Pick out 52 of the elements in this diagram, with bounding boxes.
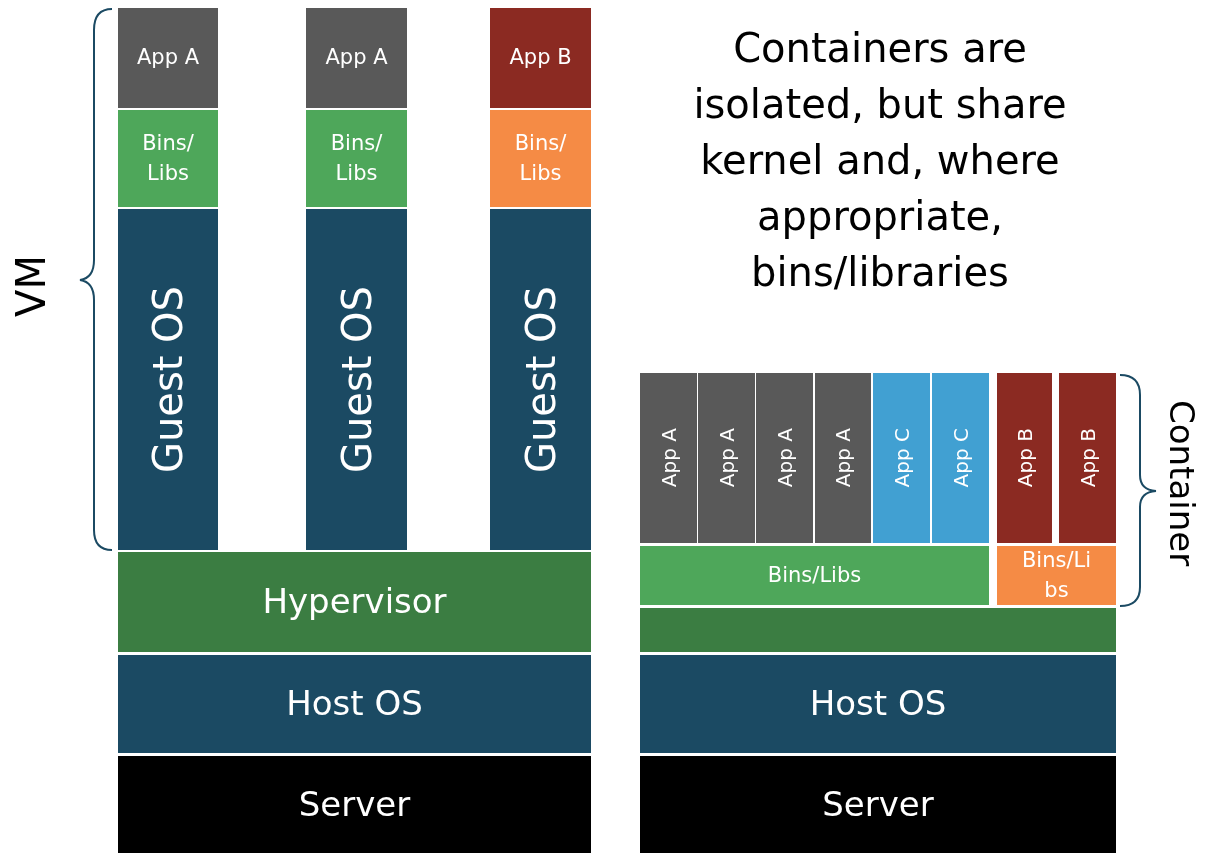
layer-label: Bins/ Libs (513, 130, 568, 187)
app-block (640, 373, 697, 543)
layer-label: App A (655, 428, 682, 488)
layer-label: Bins/Libs (767, 561, 862, 589)
guest-os-block (306, 209, 407, 550)
layer-label: App A (713, 428, 740, 488)
app-block (118, 8, 218, 108)
layer-label: Guest OS (332, 285, 381, 474)
host-os-layer (118, 655, 591, 753)
heading: Containers are isolated, but share kernel and, where appropriate, bins/libraries (692, 24, 1068, 297)
layer-label: Guest OS (144, 285, 192, 474)
layer-label: Bins/ Libs (141, 130, 195, 187)
layer-label: Server (298, 782, 411, 826)
library-block (118, 110, 218, 207)
app-block (698, 373, 755, 543)
app-block (997, 373, 1052, 543)
layer-label: Bins/ Libs (329, 130, 384, 187)
layer-label: App B (1011, 428, 1038, 488)
layer-label: Bins/Li bs (1020, 547, 1093, 604)
layer-label: App C (947, 428, 974, 488)
layer-label: Hypervisor (262, 580, 447, 624)
layer-label: App B (1074, 428, 1101, 488)
layer-label: Guest OS (516, 285, 565, 474)
layer-label: App A (771, 428, 798, 488)
guest-os-block (490, 209, 591, 550)
layer-label: App A (135, 44, 201, 72)
layer-label: App B (508, 44, 573, 72)
app-block (306, 8, 407, 108)
library-block (997, 546, 1116, 605)
vm-label: VM (8, 255, 54, 317)
layer-label: Host OS (809, 682, 947, 726)
server-layer (640, 756, 1116, 853)
layer-label: App C (888, 428, 915, 488)
app-block (1059, 373, 1116, 543)
layer-label: Host OS (286, 682, 423, 726)
app-block (490, 8, 591, 108)
app-block (815, 373, 871, 543)
server-layer (118, 756, 591, 853)
container-label: Container (1162, 400, 1202, 567)
library-block (306, 110, 407, 207)
app-block (756, 373, 813, 543)
host-os-layer (640, 655, 1116, 753)
layer-label: Server (822, 782, 934, 826)
app-block (873, 373, 930, 543)
library-block (640, 546, 989, 605)
layer-label: App A (830, 428, 856, 488)
layer-label: App A (324, 44, 389, 72)
engine-layer-bar (640, 608, 1116, 652)
guest-os-block (118, 209, 218, 550)
app-block (932, 373, 989, 543)
hypervisor-layer (118, 552, 591, 652)
library-block (490, 110, 591, 207)
